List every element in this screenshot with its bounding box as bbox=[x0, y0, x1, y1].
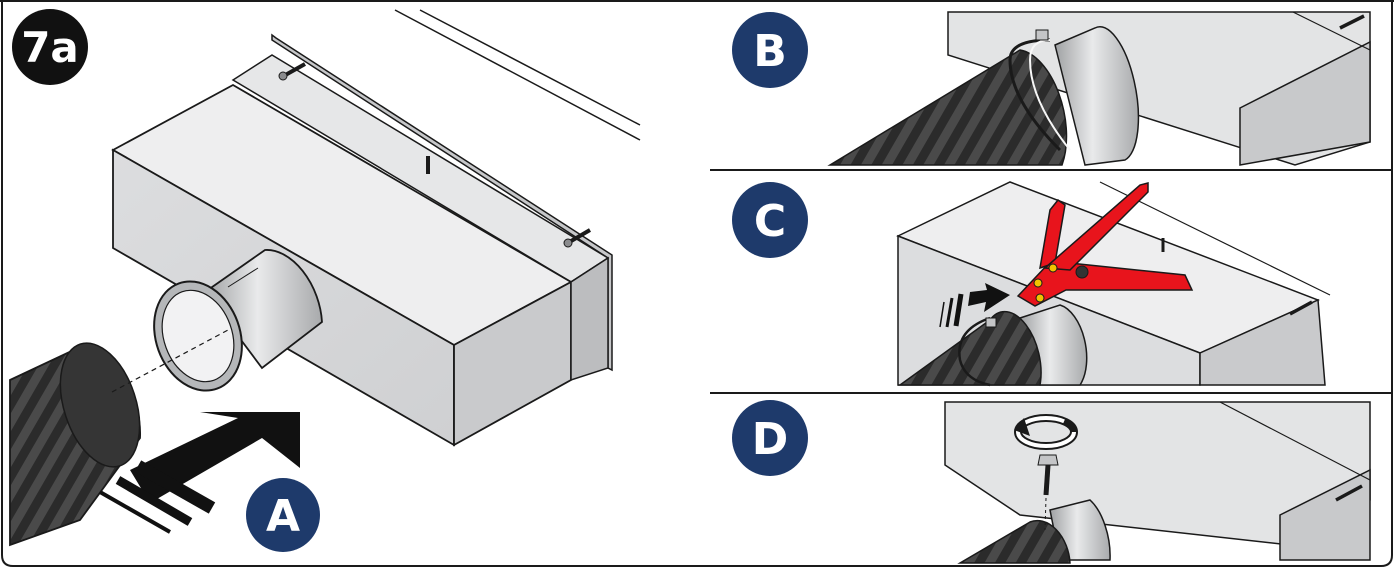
cable-tie-icon bbox=[958, 316, 997, 387]
arrow-icon bbox=[939, 283, 1010, 328]
step-d-badge: D bbox=[732, 400, 808, 476]
step-c-badge: C bbox=[732, 182, 808, 258]
screw-icon bbox=[1037, 454, 1059, 531]
arrow-icon bbox=[99, 412, 300, 534]
screw-icon bbox=[278, 62, 306, 81]
step-d-label: D bbox=[752, 414, 789, 465]
flexible-duct-hose bbox=[957, 519, 1071, 564]
figure-id-badge: 7a bbox=[12, 9, 88, 85]
flexible-duct-hose bbox=[9, 342, 141, 547]
step-b-label: B bbox=[753, 26, 787, 77]
step-a-label: A bbox=[266, 491, 300, 542]
screw-icon bbox=[563, 228, 592, 248]
screw-icon bbox=[1339, 14, 1365, 30]
panel-d: D bbox=[732, 400, 1371, 564]
cable-tie-tool-icon bbox=[1016, 182, 1194, 307]
flexible-duct-hose bbox=[897, 310, 1042, 386]
main-panel: 7a A bbox=[9, 9, 641, 552]
rotate-arrow-icon bbox=[1014, 414, 1078, 450]
screw-icon bbox=[1335, 484, 1363, 502]
figure-id-label: 7a bbox=[21, 23, 79, 72]
cable-tie-icon bbox=[1008, 29, 1071, 152]
panel-c: C bbox=[732, 181, 1331, 387]
panel-b: B bbox=[732, 11, 1371, 166]
step-b-badge: B bbox=[732, 12, 808, 88]
screw-icon bbox=[1289, 300, 1313, 316]
duct-collar bbox=[153, 249, 323, 392]
flexible-duct-hose bbox=[827, 49, 1068, 166]
step-c-label: C bbox=[754, 196, 786, 247]
step-a-badge: A bbox=[246, 478, 320, 552]
duct-collar bbox=[1054, 25, 1140, 166]
